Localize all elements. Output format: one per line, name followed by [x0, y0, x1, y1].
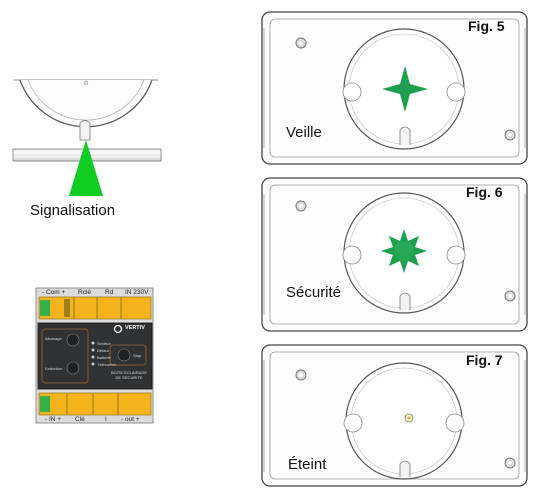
figure-6-unit: [261, 177, 528, 332]
green-burst-icon: [381, 229, 427, 273]
din-module: [35, 287, 154, 424]
figure-7-state: Éteint: [288, 456, 327, 473]
figure-5-unit: [261, 11, 528, 165]
signalisation-detail: [12, 79, 162, 196]
figure-7-unit: [261, 344, 528, 487]
off-led-icon: [404, 413, 414, 423]
figure-6-state: Sécurité: [286, 284, 342, 301]
figure-7-label: Fig. 7: [466, 352, 503, 368]
terminal-label-cle: Clé: [75, 416, 85, 423]
terminal-label-out: - out +: [121, 416, 140, 423]
figure-5-state: Veille: [286, 124, 322, 141]
terminal-label-com: - Com +: [42, 289, 66, 296]
figure-5-label: Fig. 5: [468, 18, 505, 34]
terminal-label-i: I: [105, 416, 107, 423]
figure-6-label: Fig. 6: [466, 184, 503, 200]
terminal-label-in230v: IN 230V: [125, 289, 149, 296]
green-arrow-icon: [69, 140, 103, 196]
led-label-batterie: Batterie: [97, 355, 111, 360]
button-label-extinction: Extinction: [45, 366, 63, 371]
signalisation-label: Signalisation: [30, 202, 116, 219]
led-label-defaut: Défaut: [97, 348, 109, 353]
brand-logo: VERTIV: [125, 325, 145, 331]
led-label-secteur: Secteur: [97, 341, 111, 346]
button-label-stop: Stop: [133, 353, 142, 358]
green-cross-star-icon: [382, 66, 428, 112]
terminal-label-in: - IN +: [45, 416, 62, 423]
terminal-label-rd: Rd: [105, 289, 114, 296]
terminal-label-rcle: Rclé: [78, 289, 92, 296]
product-text: BOITE ECLAIRAGE DE SECURITE: [110, 370, 147, 380]
led-label-telecomm: Télécomm.: [97, 362, 117, 367]
button-label-allumage: Allumage: [45, 336, 62, 341]
